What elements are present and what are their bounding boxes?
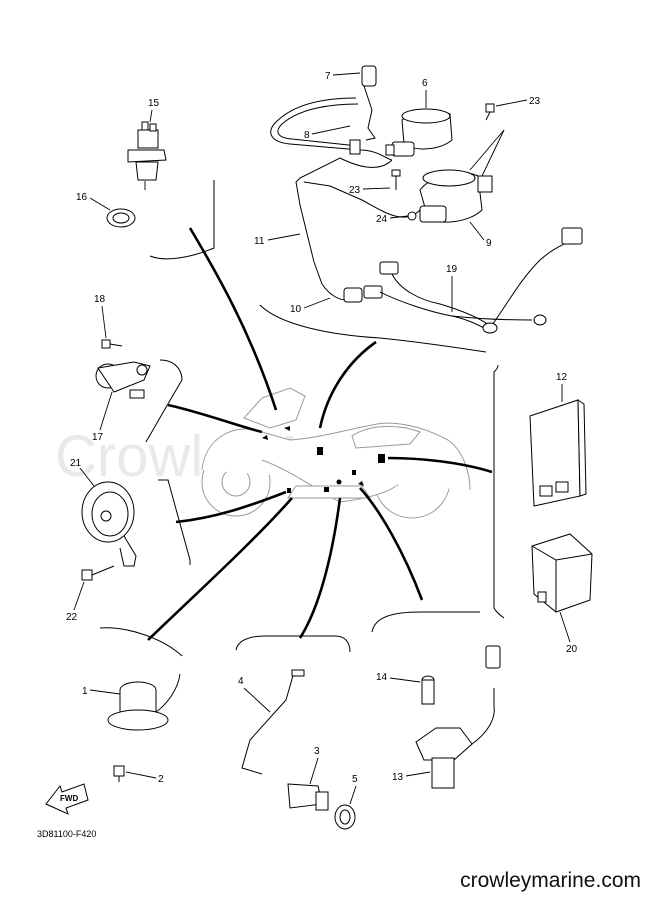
callout-16[interactable]: 16 — [76, 192, 111, 211]
fwd-label: FWD — [60, 794, 78, 803]
part-11-wire-lead[interactable] — [295, 157, 421, 263]
motorcycle-outline — [201, 387, 471, 519]
svg-text:21: 21 — [70, 458, 82, 469]
callout-14[interactable]: 14 — [376, 672, 421, 683]
callout-7[interactable]: 7 — [325, 71, 361, 82]
svg-text:23: 23 — [529, 96, 541, 107]
part-8-high-tension-cord[interactable] — [270, 97, 393, 161]
callout-8[interactable]: 8 — [304, 125, 351, 141]
part-10-plug-cap[interactable] — [313, 261, 363, 303]
part-17-speed-sensor[interactable] — [95, 361, 151, 399]
callout-6[interactable]: 6 — [422, 78, 428, 108]
leader-lines — [147, 227, 493, 641]
callout-5[interactable]: 5 — [349, 774, 358, 805]
svg-text:2: 2 — [158, 774, 164, 785]
svg-text:19: 19 — [446, 264, 458, 275]
callout-1[interactable]: 1 — [82, 686, 121, 697]
part-3-sensor[interactable] — [287, 783, 329, 811]
svg-text:20: 20 — [566, 644, 578, 655]
svg-text:16: 16 — [76, 192, 88, 203]
part-23-bolt-lower[interactable] — [391, 169, 401, 190]
callout-12[interactable]: 12 — [556, 372, 568, 402]
part-20-relay[interactable] — [531, 533, 593, 613]
callout-19[interactable]: 19 — [446, 264, 458, 312]
part-18-screw[interactable] — [101, 339, 123, 349]
part-15-temperature-sensor[interactable] — [127, 121, 167, 190]
part-24-nut[interactable] — [407, 211, 417, 221]
group-brackets — [99, 180, 505, 657]
part-9-ignition-coil[interactable] — [419, 129, 505, 223]
callout-22[interactable]: 22 — [66, 581, 85, 623]
part-14-bolt[interactable] — [421, 675, 435, 705]
part-5-washer[interactable] — [334, 804, 356, 830]
callout-24[interactable]: 24 — [376, 214, 409, 225]
callout-20[interactable]: 20 — [559, 611, 578, 655]
bike-component-markers — [262, 426, 385, 493]
svg-text:18: 18 — [94, 294, 106, 305]
svg-text:7: 7 — [325, 71, 331, 82]
callout-2[interactable]: 2 — [125, 771, 164, 785]
svg-text:8: 8 — [304, 130, 310, 141]
part-4-wire-lead[interactable] — [241, 669, 305, 775]
svg-text:10: 10 — [290, 304, 302, 315]
svg-text:22: 22 — [66, 612, 78, 623]
part-22-bolt[interactable] — [81, 565, 115, 581]
callout-21[interactable]: 21 — [70, 458, 95, 487]
part-21-horn[interactable] — [81, 481, 137, 567]
svg-text:24: 24 — [376, 214, 388, 225]
callout-11[interactable]: 11 — [254, 233, 301, 247]
part-2-bolt[interactable] — [113, 765, 125, 782]
part-7-plug-cap[interactable] — [361, 65, 377, 141]
diagram-code: 3D81100-F420 — [37, 829, 97, 839]
svg-text:15: 15 — [148, 98, 160, 109]
svg-text:9: 9 — [486, 238, 492, 249]
svg-text:4: 4 — [238, 676, 244, 687]
part-19-wire-harness[interactable] — [363, 227, 583, 334]
callout-3[interactable]: 3 — [309, 746, 320, 785]
callouts: 15 16 7 6 23 8 23 24 — [66, 71, 578, 805]
fwd-arrow-icon: FWD — [45, 783, 89, 815]
part-13-sensor[interactable] — [415, 645, 501, 789]
callout-9[interactable]: 9 — [469, 221, 492, 249]
svg-text:5: 5 — [352, 774, 358, 785]
svg-text:13: 13 — [392, 772, 404, 783]
part-23-bolt-upper[interactable] — [485, 103, 495, 121]
svg-text:17: 17 — [92, 432, 104, 443]
callout-10[interactable]: 10 — [290, 297, 331, 315]
svg-text:1: 1 — [82, 686, 88, 697]
part-6-ignition-coil[interactable] — [385, 108, 453, 157]
svg-text:23: 23 — [349, 185, 361, 196]
svg-text:3: 3 — [314, 746, 320, 757]
part-16-washer[interactable] — [106, 208, 136, 228]
callout-18[interactable]: 18 — [94, 294, 107, 339]
svg-text:12: 12 — [556, 372, 568, 383]
svg-text:6: 6 — [422, 78, 428, 89]
svg-text:11: 11 — [254, 236, 265, 247]
callout-13[interactable]: 13 — [392, 771, 431, 783]
callout-23-upper[interactable]: 23 — [495, 96, 541, 107]
site-footer-link[interactable]: crowleymarine.com — [460, 869, 641, 892]
callout-4[interactable]: 4 — [238, 676, 271, 713]
callout-17[interactable]: 17 — [92, 391, 113, 443]
callout-15[interactable]: 15 — [148, 98, 160, 123]
part-1-sensor[interactable] — [107, 673, 181, 731]
callout-23-lower[interactable]: 23 — [349, 185, 391, 196]
part-12-ecu-module[interactable] — [529, 399, 587, 507]
svg-text:14: 14 — [376, 672, 388, 683]
